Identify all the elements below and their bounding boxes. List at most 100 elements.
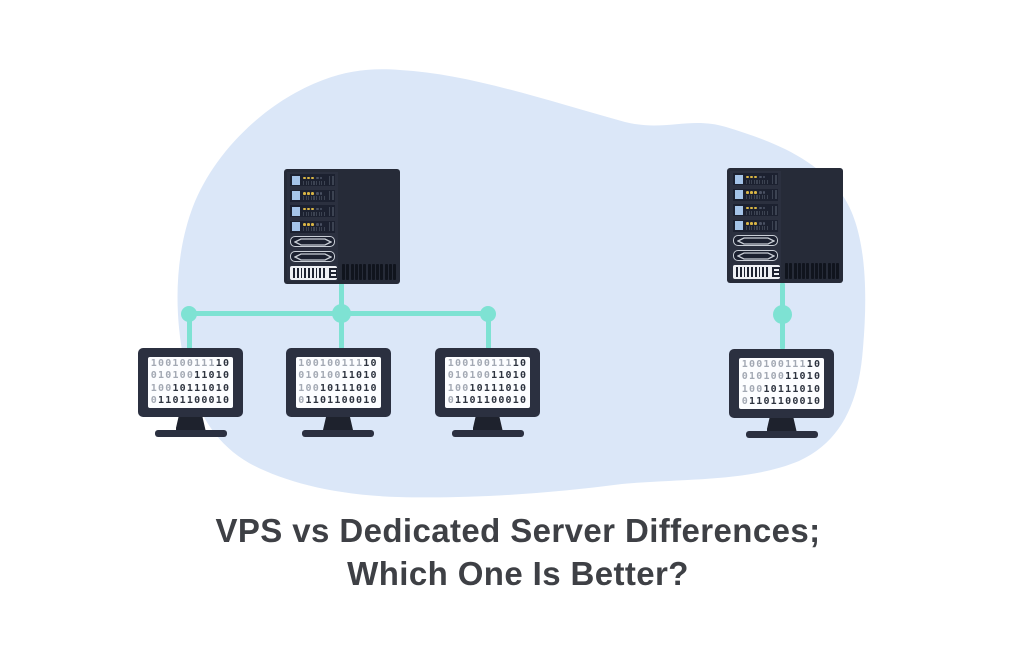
vent-slat	[827, 263, 831, 279]
binary-light-digits: 010100	[298, 370, 342, 382]
rack-led-square	[292, 191, 300, 200]
vent-stripe	[751, 267, 753, 277]
vent-stripe	[315, 268, 318, 278]
vent-stripe	[311, 268, 314, 278]
rack-grill-tick	[764, 179, 766, 184]
rack-grill-tick	[303, 180, 305, 185]
rack-led-dot-dim	[762, 175, 766, 179]
vent-slat	[810, 263, 814, 279]
io-vent-panel	[733, 265, 781, 279]
rack-grill-tick	[308, 211, 310, 216]
rack-led-dot-dim	[319, 223, 323, 226]
rack-grill-tick	[303, 211, 305, 216]
drive-bay	[733, 235, 778, 246]
rack-led-square	[735, 174, 743, 184]
rack-grill-tick	[766, 195, 768, 199]
rack-slot	[328, 175, 330, 185]
rack-grill-tick	[310, 196, 312, 200]
drive-bays	[287, 236, 338, 262]
rack-led-dot-dim	[316, 207, 319, 211]
rack-led-dot	[754, 222, 757, 225]
rack-grill-tick	[313, 227, 315, 231]
rack-units	[730, 171, 781, 232]
binary-line: 10010011110	[148, 358, 233, 370]
rack-led-dot-dim	[319, 207, 323, 211]
title-line-2: Which One Is Better?	[347, 555, 689, 592]
binary-line: 01010011010	[296, 370, 381, 382]
binary-dark-digits: 1101100010	[158, 394, 231, 406]
network-line-client3-drop	[485, 313, 491, 350]
rack-grill-tick	[310, 227, 312, 231]
rack-led-dot-dim	[762, 191, 766, 194]
rack-slot	[332, 206, 334, 216]
binary-line: 10010011110	[739, 359, 824, 371]
rack-grill-tick	[753, 226, 755, 230]
binary-dark-digits: 10	[512, 357, 528, 369]
monitor-neck	[766, 418, 797, 431]
binary-line: 01101100010	[148, 395, 233, 407]
rack-grill-tick	[318, 180, 320, 185]
rack-led-dot	[311, 176, 314, 180]
rack-grill-tick	[305, 227, 307, 231]
rack-grill-tick	[308, 180, 310, 185]
rack-led-square	[292, 222, 300, 231]
binary-dark-digits: 10111010	[319, 382, 378, 394]
vps-server-tower-icon	[284, 169, 400, 284]
vent-slat	[350, 264, 354, 280]
vent-slat	[789, 263, 793, 279]
rack-grill-tick	[761, 179, 763, 184]
monitor-base	[451, 430, 524, 437]
rack-led-dot	[750, 175, 753, 179]
rack-led-dot-dim	[316, 176, 319, 180]
rack-slot	[332, 191, 334, 200]
rack-grill-tick	[759, 226, 761, 230]
vent-stripe	[304, 268, 307, 278]
vent-slat	[802, 263, 805, 279]
vent-slat	[823, 263, 827, 279]
rack-led-square	[292, 206, 300, 216]
rack-grill-tick	[764, 195, 766, 199]
rack-unit	[290, 205, 335, 217]
bottom-vents	[342, 264, 396, 280]
vent-stripe	[323, 268, 326, 278]
binary-line: 10010011110	[296, 358, 381, 370]
rack-led-dot	[307, 192, 310, 195]
rack-grill-tick	[751, 179, 753, 184]
rack-led-square	[292, 175, 300, 185]
network-node-dot	[772, 304, 792, 324]
rack-led-dot-dim	[762, 206, 766, 210]
binary-line: 10010011110	[445, 358, 530, 370]
network-node-dot	[181, 305, 197, 322]
binary-light-digits: 100	[741, 383, 764, 395]
rack-grill-tick	[323, 227, 325, 231]
monitor-neck	[175, 417, 206, 430]
rack-grill-tick	[748, 195, 750, 199]
rack-led-dot	[750, 222, 753, 225]
vent-stripe	[747, 267, 750, 277]
rack-grill-tick	[323, 196, 325, 200]
rack-grill-tick	[305, 211, 307, 216]
vent-slat	[793, 263, 797, 279]
binary-dark-digits: 11010	[785, 371, 822, 383]
rack-led-dot	[303, 223, 306, 226]
rack-unit	[290, 220, 335, 233]
rack-grill-tick	[748, 179, 750, 184]
rack-grill-tick	[751, 210, 753, 215]
rack-led-dot	[750, 206, 753, 210]
binary-light-digits: 0	[741, 395, 749, 407]
connector-bar	[773, 269, 779, 271]
rack-slot	[328, 191, 330, 200]
server-front-panel	[287, 172, 338, 281]
rack-grill-tick	[316, 180, 318, 185]
rack-grill-tick	[321, 180, 323, 185]
vent-slat	[367, 264, 371, 280]
rack-grill-tick	[305, 196, 307, 200]
